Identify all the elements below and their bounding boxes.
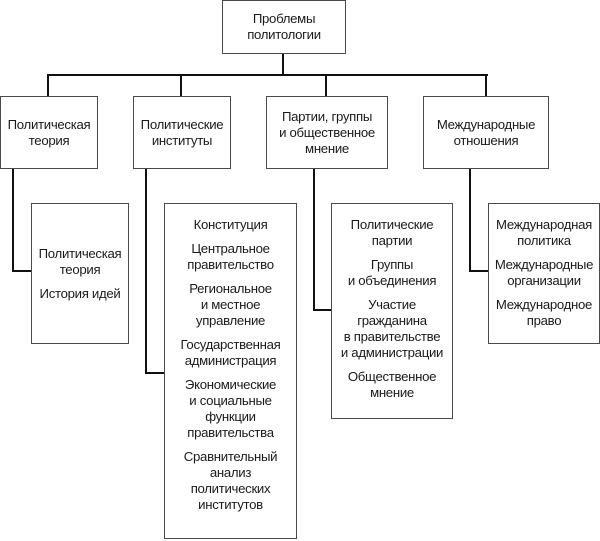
- list-item: Участие гражданина в правительстве и адм…: [340, 297, 444, 360]
- root-node-label: Проблемы политологии: [247, 11, 321, 42]
- branch-2-child-connector: [145, 168, 147, 374]
- branch-node-political-theory: Политическая теория: [0, 96, 98, 169]
- branch-3-child-connector: [313, 168, 315, 311]
- branch-node-label: Политические институты: [140, 116, 224, 148]
- list-item: Международная политика: [496, 217, 592, 248]
- child-list-political-theory: Политическая теория История идей: [31, 203, 129, 344]
- list-item: Центральное правительство: [187, 241, 274, 272]
- list-item: Группы и объединения: [347, 257, 437, 288]
- branch-4-child-elbow: [469, 270, 489, 272]
- list-item: Экономические и социальные функции прави…: [184, 377, 277, 440]
- branch-1-stem-connector: [47, 74, 49, 97]
- list-item: Региональное и местное управление: [189, 281, 272, 328]
- branch-1-child-connector: [12, 168, 14, 272]
- list-item: Международные организации: [494, 257, 594, 288]
- branch-4-stem-connector: [485, 74, 487, 97]
- root-stem-connector: [282, 53, 284, 76]
- list-item: Политические партии: [350, 217, 434, 248]
- branch-node-political-institutions: Политические институты: [133, 96, 231, 169]
- branch-3-child-elbow: [313, 309, 332, 311]
- list-item: Сравнительный анализ политических инстит…: [183, 449, 278, 512]
- child-list-political-institutions: Конституция Центральное правительство Ре…: [164, 203, 297, 539]
- branch-3-stem-connector: [325, 74, 327, 97]
- branch-4-child-connector: [469, 168, 471, 272]
- root-node: Проблемы политологии: [222, 0, 346, 54]
- list-item: Конституция: [193, 217, 268, 232]
- list-item: Общественное мнение: [347, 369, 437, 400]
- branch-node-label: Партии, группы и общественное мнение: [279, 108, 375, 156]
- list-item: Государственная администрация: [180, 337, 281, 368]
- list-item: Политическая теория: [38, 245, 122, 277]
- list-item: Международное право: [495, 297, 593, 328]
- branch-2-child-elbow: [145, 372, 165, 374]
- branch-node-parties-groups-opinion: Партии, группы и общественное мнение: [266, 96, 388, 169]
- branch-2-stem-connector: [180, 74, 182, 97]
- level1-bus-connector: [47, 74, 488, 76]
- branch-node-international-relations: Международные отношения: [423, 96, 549, 169]
- child-list-parties-groups-opinion: Политические партии Группы и объединения…: [331, 203, 453, 419]
- branch-node-label: Политическая теория: [7, 116, 91, 148]
- list-item: История идей: [39, 285, 121, 301]
- child-list-international-relations: Международная политика Международные орг…: [488, 203, 600, 344]
- branch-1-child-elbow: [12, 270, 32, 272]
- branch-node-label: Международные отношения: [436, 116, 536, 148]
